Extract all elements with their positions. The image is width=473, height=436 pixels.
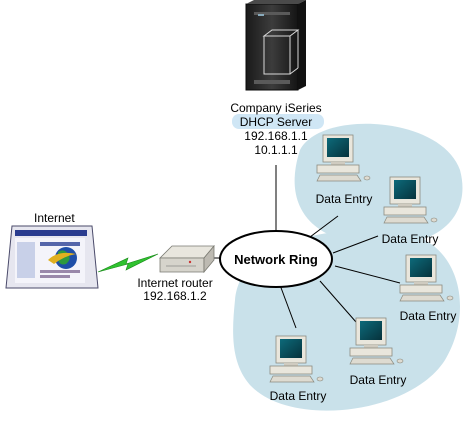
network-ring xyxy=(219,230,333,288)
router-label: Internet router xyxy=(137,276,212,290)
workstation-label: Data Entry xyxy=(382,232,439,246)
internet-label: Internet xyxy=(34,211,75,225)
workstation-label: Data Entry xyxy=(270,389,327,403)
server-role: DHCP Server xyxy=(240,115,312,129)
router-icon xyxy=(159,244,215,274)
server-name: Company iSeries xyxy=(230,101,321,115)
server-ip-1: 192.168.1.1 xyxy=(244,129,308,143)
workstation-label: Data Entry xyxy=(400,309,457,323)
router-ip: 192.168.1.2 xyxy=(143,289,207,303)
lan-segment-upper xyxy=(294,123,463,246)
internet-browser-icon xyxy=(5,225,99,289)
network-ring-label: Network Ring xyxy=(234,252,318,267)
server-ip-2: 10.1.1.1 xyxy=(254,143,298,157)
workstation-label: Data Entry xyxy=(316,192,373,206)
dhcp-highlight xyxy=(232,114,324,129)
lightning-bolt-icon xyxy=(97,253,159,273)
workstation-label: Data Entry xyxy=(350,373,407,387)
connection-lines xyxy=(210,165,401,329)
iseries-server-icon xyxy=(245,0,306,91)
